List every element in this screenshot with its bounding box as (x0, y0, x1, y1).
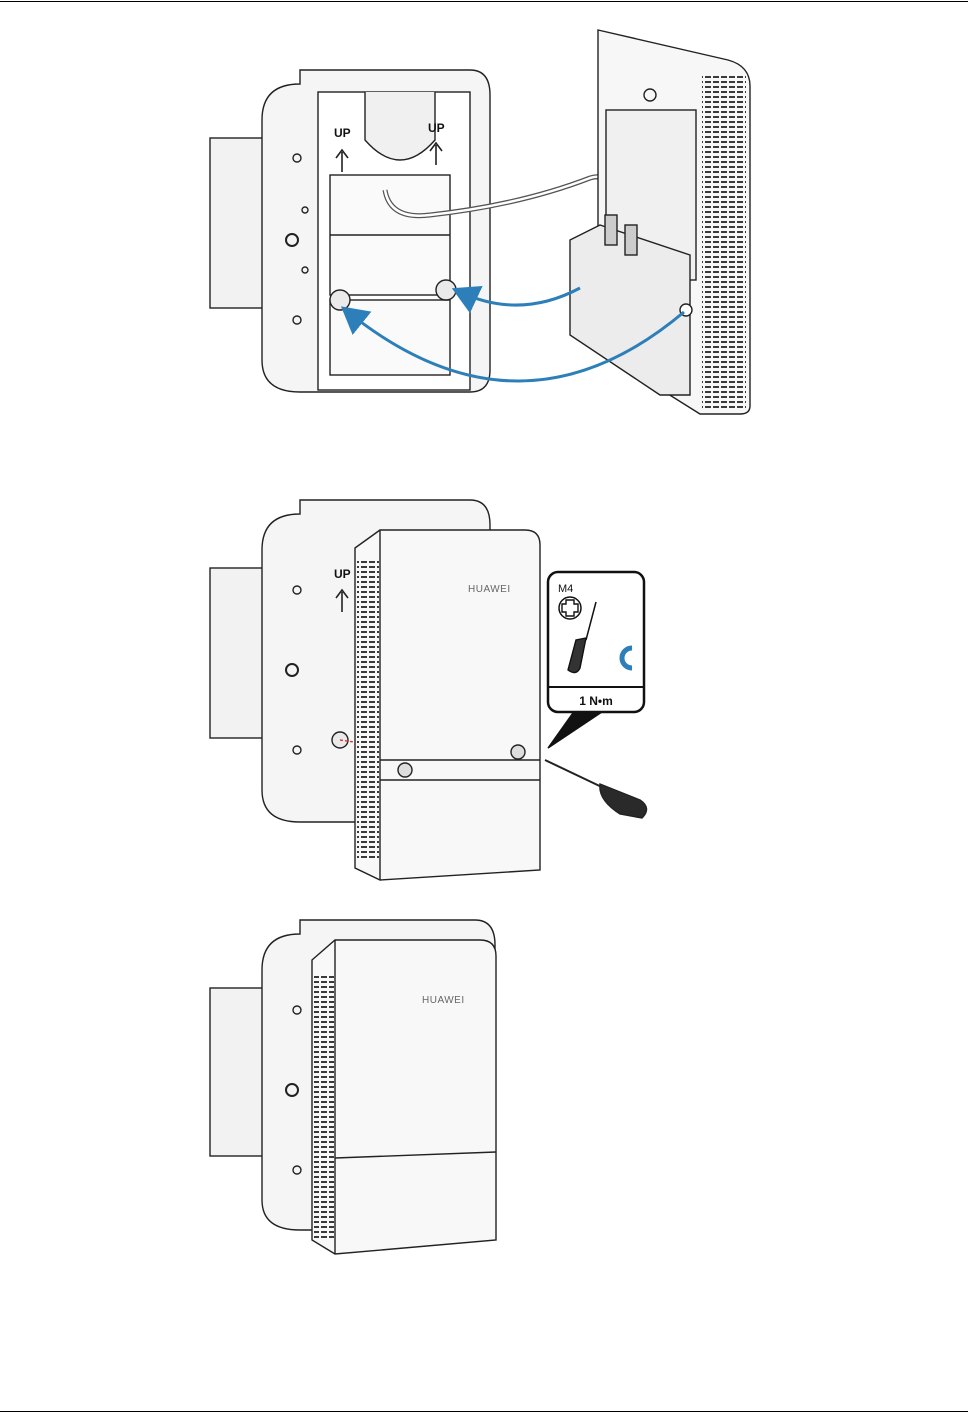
screw-size-label: M4 (558, 583, 573, 595)
figure-step-2: UP HUAWEI M4 1 N•m (210, 500, 647, 880)
fixing-screw-left (398, 763, 412, 777)
up-label: UP (334, 567, 351, 581)
figure-step-1: UP UP (210, 30, 750, 414)
figure-step-3: HUAWEI (210, 920, 496, 1254)
fixing-screw-right (511, 745, 525, 759)
access-point-installed (312, 940, 496, 1254)
callout-pointer (548, 710, 605, 748)
access-point-front (355, 530, 540, 880)
up-label-right: UP (428, 121, 445, 135)
brand-label: HUAWEI (422, 995, 465, 1006)
torque-label: 1 N•m (579, 694, 613, 708)
brand-label: HUAWEI (468, 584, 511, 595)
up-label-left: UP (334, 126, 351, 140)
screwdriver-icon (545, 760, 647, 818)
